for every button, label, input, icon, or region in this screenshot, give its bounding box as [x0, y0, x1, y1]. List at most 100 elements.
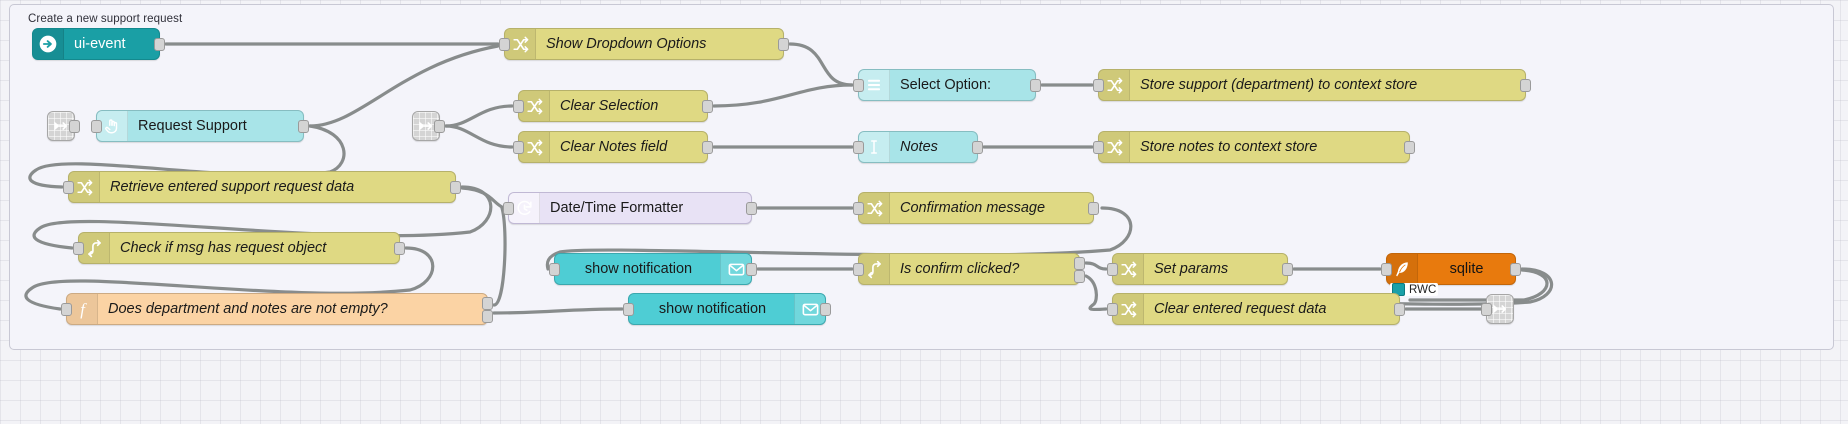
input-port[interactable]	[513, 100, 524, 113]
output-port[interactable]	[972, 141, 983, 154]
node-label: sqlite	[1449, 261, 1484, 277]
node-sqlite[interactable]: sqlite	[1381, 253, 1521, 285]
output-port[interactable]	[746, 263, 757, 276]
node-check-msg-has-request[interactable]: Check if msg has request object	[73, 232, 405, 264]
output-port[interactable]	[1404, 141, 1415, 154]
node-clear-notes-field[interactable]: Clear Notes field	[513, 131, 713, 163]
node-label: Does department and notes are not empty?	[108, 301, 388, 317]
change-icon	[1099, 132, 1130, 162]
output-port[interactable]	[1030, 79, 1041, 92]
switch-icon	[79, 233, 110, 263]
change-icon	[69, 172, 100, 202]
node-label: Request Support	[138, 118, 247, 134]
node-retrieve-request-data[interactable]: Retrieve entered support request data	[63, 171, 461, 203]
output-port[interactable]	[746, 202, 757, 215]
input-port[interactable]	[853, 79, 864, 92]
node-label: Check if msg has request object	[120, 240, 327, 256]
node-label: Store support (department) to context st…	[1140, 77, 1418, 93]
change-icon	[519, 132, 550, 162]
node-request-support[interactable]: Request Support	[91, 110, 309, 142]
output-port[interactable]	[154, 38, 165, 51]
node-label: Clear entered request data	[1154, 301, 1327, 317]
output-port[interactable]	[1520, 79, 1531, 92]
output-port[interactable]	[702, 141, 713, 154]
node-select-option[interactable]: Select Option:	[853, 69, 1041, 101]
output-port-1[interactable]	[482, 297, 493, 310]
node-store-support-department[interactable]: Store support (department) to context st…	[1093, 69, 1531, 101]
output-port[interactable]	[1282, 263, 1293, 276]
node-label: Show Dropdown Options	[546, 36, 707, 52]
input-port[interactable]	[513, 141, 524, 154]
node-label: ui-event	[74, 36, 126, 52]
input-port[interactable]	[853, 202, 864, 215]
input-port[interactable]	[1107, 303, 1118, 316]
output-port[interactable]	[434, 120, 445, 133]
output-port[interactable]	[778, 38, 789, 51]
input-port[interactable]	[61, 303, 72, 316]
node-label: Date/Time Formatter	[550, 200, 684, 216]
output-port[interactable]	[1394, 303, 1405, 316]
output-port[interactable]	[820, 303, 831, 316]
feather-icon	[1387, 254, 1418, 284]
dropdown-list-icon	[859, 70, 890, 100]
output-port-1[interactable]	[1074, 257, 1085, 270]
clock-icon	[509, 193, 540, 223]
input-port[interactable]	[1093, 141, 1104, 154]
input-port[interactable]	[853, 263, 864, 276]
status-label: RWC	[1409, 283, 1437, 296]
node-ui-event[interactable]: ui-event	[32, 28, 165, 60]
node-does-department-and-notes-not-empty[interactable]: f Does department and notes are not empt…	[61, 293, 493, 325]
node-store-notes[interactable]: Store notes to context store	[1093, 131, 1415, 163]
output-port[interactable]	[450, 181, 461, 194]
node-show-dropdown-options[interactable]: Show Dropdown Options	[499, 28, 789, 60]
node-date-time-formatter[interactable]: Date/Time Formatter	[503, 192, 757, 224]
input-port[interactable]	[853, 141, 864, 154]
output-port[interactable]	[69, 120, 80, 133]
node-label: Store notes to context store	[1140, 139, 1318, 155]
output-port-2[interactable]	[482, 310, 493, 323]
change-icon	[1099, 70, 1130, 100]
input-port[interactable]	[503, 202, 514, 215]
input-port[interactable]	[499, 38, 510, 51]
node-label: Select Option:	[900, 77, 992, 93]
change-icon	[1113, 254, 1144, 284]
input-port[interactable]	[1107, 263, 1118, 276]
hand-pointer-icon	[97, 111, 128, 141]
change-icon	[505, 29, 536, 59]
flow-group-label: Create a new support request	[28, 13, 183, 25]
node-notes[interactable]: Notes	[853, 131, 983, 163]
output-port[interactable]	[1088, 202, 1099, 215]
node-label: Clear Selection	[560, 98, 659, 114]
link-in-icon[interactable]	[47, 111, 80, 141]
node-show-notification-1[interactable]: show notification	[549, 253, 757, 285]
input-port[interactable]	[549, 263, 560, 276]
link-in-icon[interactable]	[412, 111, 445, 141]
link-out-icon[interactable]	[1481, 294, 1514, 324]
node-set-params[interactable]: Set params	[1107, 253, 1293, 285]
node-clear-selection[interactable]: Clear Selection	[513, 90, 713, 122]
node-show-notification-2[interactable]: show notification	[623, 293, 831, 325]
output-port[interactable]	[394, 242, 405, 255]
input-port[interactable]	[73, 242, 84, 255]
node-label: show notification	[584, 261, 693, 277]
output-port[interactable]	[1510, 263, 1521, 276]
input-port[interactable]	[91, 120, 102, 133]
change-icon	[859, 193, 890, 223]
output-port[interactable]	[702, 100, 713, 113]
output-port-2[interactable]	[1074, 270, 1085, 283]
node-label: Is confirm clicked?	[900, 261, 1020, 277]
arrow-right-circle-icon	[33, 29, 64, 59]
change-icon	[519, 91, 550, 121]
input-port[interactable]	[623, 303, 634, 316]
node-confirmation-message[interactable]: Confirmation message	[853, 192, 1099, 224]
node-clear-entered-request-data[interactable]: Clear entered request data	[1107, 293, 1405, 325]
input-port[interactable]	[1381, 263, 1392, 276]
input-port[interactable]	[1093, 79, 1104, 92]
output-port[interactable]	[298, 120, 309, 133]
input-port[interactable]	[1481, 303, 1492, 316]
node-is-confirm-clicked[interactable]: Is confirm clicked?	[853, 253, 1085, 285]
input-port[interactable]	[63, 181, 74, 194]
node-label: Notes	[900, 139, 938, 155]
